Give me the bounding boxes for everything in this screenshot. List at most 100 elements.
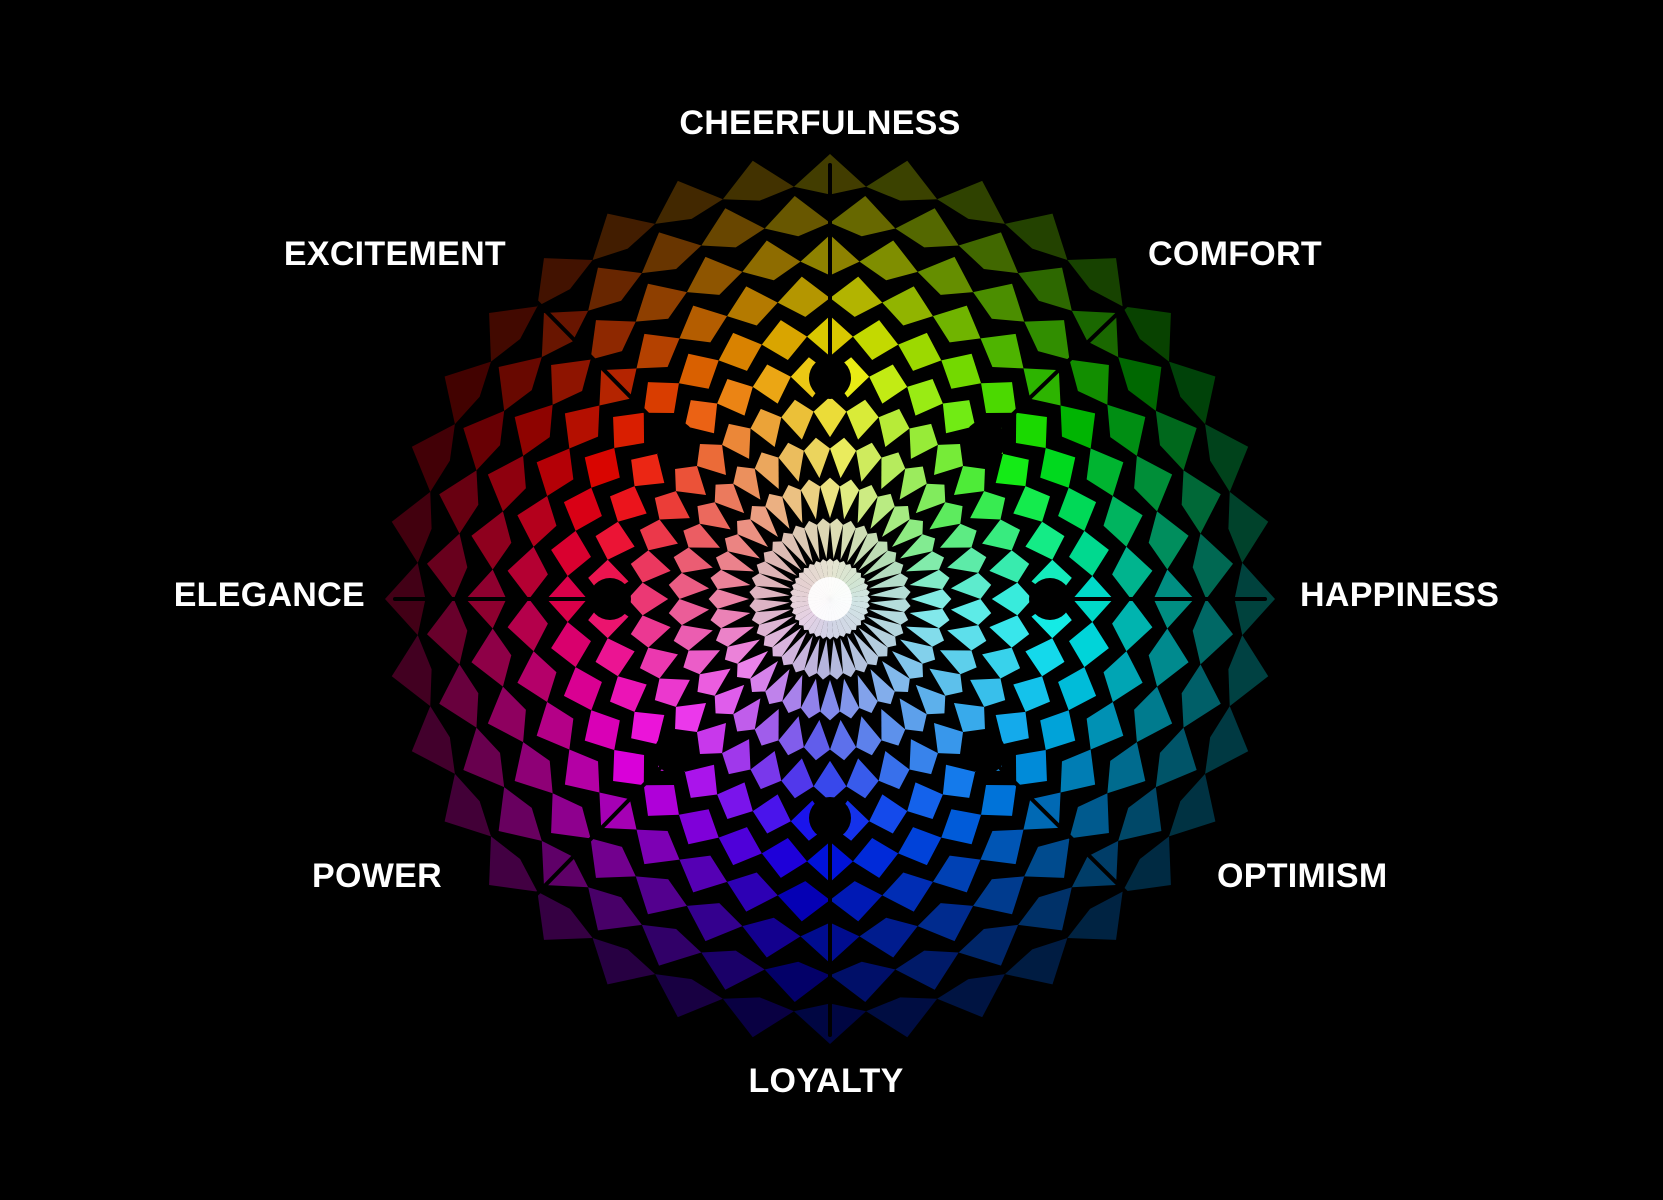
wheel-petal: [1060, 749, 1096, 793]
wheel-petal: [1148, 511, 1189, 570]
wheel-petal: [937, 974, 1005, 1018]
wheel-petal: [1155, 727, 1197, 788]
wheel-petal: [763, 622, 797, 648]
wheel-petal: [863, 622, 897, 648]
wheel-petal: [909, 423, 938, 459]
wheel-petal: [803, 437, 830, 479]
wheel-petal: [655, 180, 723, 224]
wheel-petal: [761, 320, 808, 360]
wheel-petal: [750, 751, 782, 790]
wheel-petal: [733, 466, 761, 500]
wheel-petal: [958, 924, 1019, 966]
wheel-petal: [551, 359, 591, 405]
wheel-petal: [1015, 750, 1047, 786]
wheel-petal: [641, 924, 702, 966]
wheel-petal: [588, 267, 642, 311]
wheel-petal: [870, 585, 911, 599]
wheel-petal: [830, 437, 857, 479]
wheel-petal: [714, 684, 745, 715]
wheel-petal: [863, 550, 897, 576]
wheel-petal: [830, 881, 883, 922]
wheel-petal: [708, 589, 750, 609]
wheel-petal: [630, 550, 671, 583]
wheel-petal: [498, 357, 542, 411]
wheel-petal: [1169, 361, 1216, 425]
label-cheerfulness: CHEERFULNESS: [679, 104, 960, 142]
wheel-petal: [717, 379, 753, 416]
wheel-petal: [668, 599, 710, 626]
wheel-petal: [756, 561, 794, 582]
wheel-petal: [487, 455, 526, 512]
wheel-petal: [781, 399, 814, 440]
wheel-petal: [909, 739, 938, 775]
wheel-petal: [869, 794, 908, 834]
wheel-petal: [551, 530, 591, 577]
wheel-petal: [830, 518, 844, 559]
wheel-petal: [1181, 664, 1221, 728]
color-wheel: [385, 154, 1275, 1044]
wheel-petal: [846, 399, 879, 440]
wheel-petal: [444, 773, 491, 837]
wheel-petal: [391, 491, 432, 563]
wheel-petal: [514, 404, 553, 456]
wheel-petal: [1069, 621, 1109, 668]
wheel-petal: [489, 836, 538, 892]
wheel-petal: [782, 484, 803, 523]
wheel-petal: [592, 213, 656, 260]
wheel-petal: [1103, 496, 1143, 547]
wheel-petal: [853, 632, 879, 666]
wheel-petal: [898, 332, 942, 371]
wheel-petal: [813, 396, 847, 438]
wheel-petal: [866, 997, 938, 1038]
wheel-petal: [537, 258, 593, 307]
wheel-petal: [995, 453, 1029, 487]
wheel-petal: [635, 876, 687, 915]
wheel-petal: [782, 675, 803, 714]
wheel-petal: [584, 447, 620, 488]
wheel-petal: [910, 589, 952, 609]
wheel-petal: [536, 448, 574, 497]
wheel-petal: [675, 703, 707, 733]
wheel-petal: [899, 698, 927, 732]
wheel-petal: [989, 550, 1030, 583]
wheel-petal: [763, 550, 797, 576]
wheel-petal: [517, 496, 557, 547]
wheel-petal: [1069, 359, 1109, 405]
wheel-petal: [756, 616, 794, 637]
wheel-petal: [772, 541, 802, 571]
wheel-petal: [517, 651, 557, 702]
wheel-petal: [627, 582, 669, 616]
wheel-petal: [1134, 686, 1173, 743]
wheel-petal: [684, 764, 718, 798]
wheel-petal: [847, 635, 868, 673]
wheel-petal: [710, 569, 751, 590]
wheel-petal: [858, 627, 888, 657]
pointer-dot-loyalty: [809, 797, 851, 839]
wheel-petal: [852, 320, 899, 360]
wheel-petal: [816, 639, 830, 680]
wheel-petal: [673, 547, 713, 573]
wheel-petal: [411, 424, 455, 492]
wheel-petal: [613, 750, 645, 786]
wheel-petal: [696, 444, 726, 476]
wheel-petal: [900, 639, 936, 664]
wheel-petal: [722, 160, 794, 201]
wheel-petal: [870, 493, 895, 529]
wheel-petal: [869, 609, 909, 625]
wheel-petal: [471, 511, 512, 570]
wheel-petal: [781, 758, 814, 799]
wheel-petal: [792, 525, 813, 563]
wheel-petal: [947, 547, 987, 573]
wheel-petal: [820, 477, 840, 519]
wheel-petal: [934, 444, 964, 476]
wheel-petal: [830, 276, 883, 317]
wheel-petal: [742, 240, 801, 281]
wheel-petal: [898, 827, 942, 866]
wheel-petal: [882, 286, 933, 326]
wheel-petal: [958, 232, 1019, 274]
wheel-petal: [839, 479, 860, 520]
wheel-petal: [537, 891, 593, 940]
wheel-petal: [900, 534, 936, 559]
wheel-petal: [778, 442, 804, 482]
wheel-petal: [915, 684, 946, 715]
